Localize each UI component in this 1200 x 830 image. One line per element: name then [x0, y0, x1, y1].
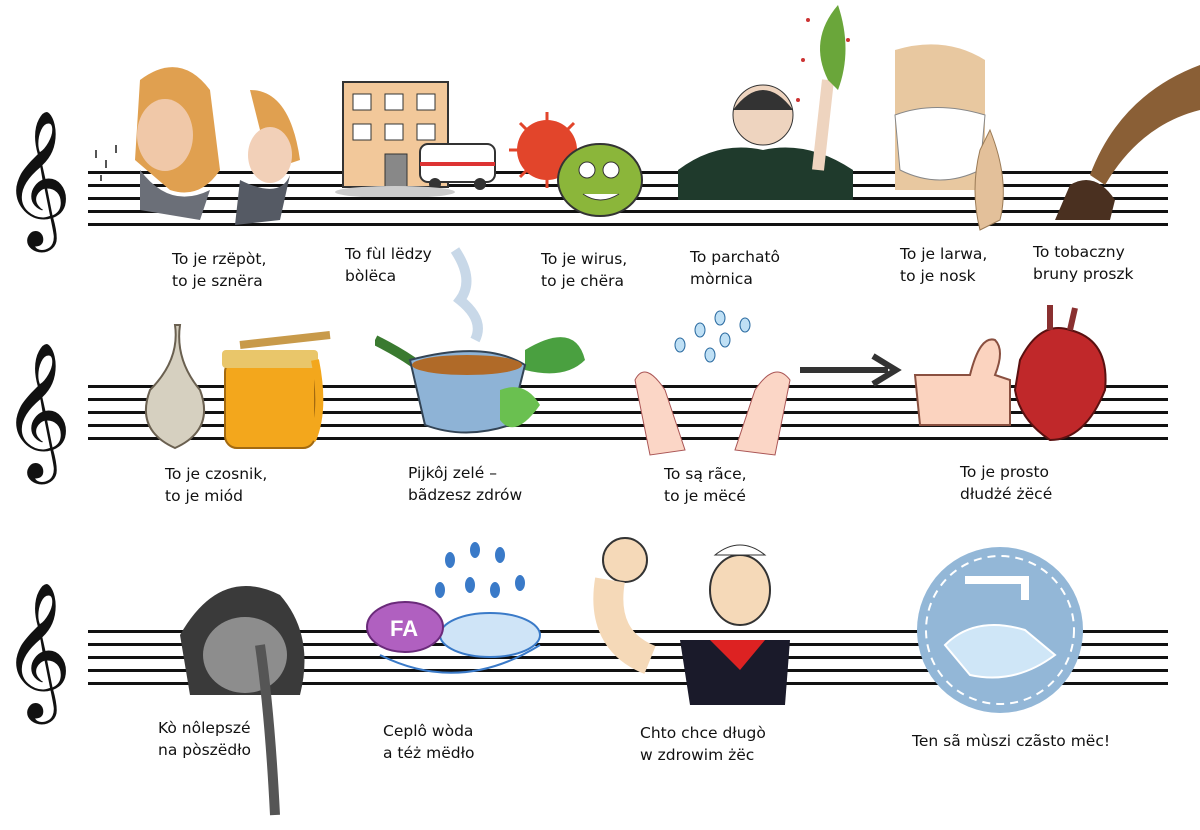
caption-line: Chto chce długò: [640, 724, 766, 742]
caption-hospital: To fùl lëdzy bòlëca: [345, 243, 432, 287]
caption-wash-often: Ten sã mùszi czãsto mëc!: [912, 730, 1110, 752]
caption-line: To tobaczny: [1033, 243, 1125, 261]
caption-line: to je chëra: [541, 272, 625, 290]
caption-virus-and-illness: To je wirus, to je chëra: [541, 248, 627, 292]
caption-line: a téż mëdło: [383, 744, 475, 762]
caption-line: bãdzesz zdrów: [408, 486, 523, 504]
caption-line: dłudżé żëcé: [960, 485, 1053, 503]
caption-line: to je miód: [165, 487, 243, 505]
hospital-illustration: [335, 81, 496, 197]
caption-healthy-life: Chto chce długò w zdrowim żëc: [640, 722, 766, 766]
caption-line: To parchatô: [690, 248, 781, 266]
herbal-tea-illustration: [375, 247, 585, 434]
snuff-horn-illustration: [1055, 65, 1200, 220]
caption-line: To je czosnik,: [165, 465, 268, 483]
caption-line: To są rãce,: [664, 465, 747, 483]
caption-mask-and-nose: To je larwa, to je nosk: [900, 243, 987, 287]
caption-water-and-soap: Ceplô wòda a téż mëdło: [383, 720, 474, 764]
caption-line: to je nosk: [900, 267, 976, 285]
caption-line: Ten sã mùszi czãsto mëc!: [912, 732, 1111, 750]
water-and-soap-illustration: FA: [366, 542, 541, 674]
caption-line: To je larwa,: [900, 245, 988, 263]
sick-woman-illustration: [678, 5, 853, 200]
caption-line: To je rzëpòt,: [172, 250, 267, 268]
caption-line: bruny proszk: [1033, 265, 1134, 283]
caption-line: To je prosto: [960, 463, 1050, 481]
caption-sick-woman: To parchatô mòrnica: [690, 246, 780, 290]
treble-clef-icon: 𝄞: [2, 340, 72, 478]
caption-herbal-tea: Pijkôj zelé – bãdzesz zdrów: [408, 462, 522, 506]
caption-line: mòrnica: [690, 270, 753, 288]
arrow-right-icon: [800, 353, 902, 387]
caption-line: to je sznëra: [172, 272, 263, 290]
caption-line: w zdrowim żëc: [640, 746, 755, 764]
caption-hands-washing: To są rãce, to je mëcé: [664, 463, 747, 507]
mask-and-nose-illustration: [894, 44, 1004, 231]
caption-tissue: Kò nôlepszé na pòszëdło: [158, 717, 251, 761]
caption-line: na pòszëdło: [158, 741, 252, 759]
woman-with-tissue-illustration: [180, 586, 305, 816]
garlic-and-honey-illustration: [145, 324, 331, 450]
hands-with-water-drops-illustration: [634, 310, 791, 456]
thumbs-up-and-heart-illustration: [913, 305, 1107, 442]
sneezing-people-illustration: [95, 67, 300, 225]
caption-long-life: To je prosto dłudżé żëcé: [960, 461, 1052, 505]
treble-clef-icon: 𝄞: [2, 580, 72, 718]
handwashing-sign-illustration: [917, 547, 1083, 713]
caption-line: To je wirus,: [541, 250, 628, 268]
caption-sneeze-and-runny-nose: To je rzëpòt, to je sznëra: [172, 248, 266, 292]
popeye-illustration: [593, 537, 790, 705]
caption-snuff: To tobaczny bruny proszk: [1033, 241, 1134, 285]
caption-line: to je mëcé: [664, 487, 746, 505]
caption-line: Pijkôj zelé –: [408, 464, 497, 482]
caption-line: Kò nôlepszé: [158, 719, 251, 737]
treble-clef-icon: 𝄞: [2, 108, 72, 246]
caption-line: Ceplô wòda: [383, 722, 474, 740]
virus-illustration: [509, 112, 643, 217]
caption-line: bòlëca: [345, 267, 397, 285]
soap-brand-label: FA: [390, 616, 418, 641]
caption-garlic-and-honey: To je czosnik, to je miód: [165, 463, 267, 507]
music-staff-row-2: [88, 385, 1168, 441]
caption-line: To fùl lëdzy: [345, 245, 432, 263]
